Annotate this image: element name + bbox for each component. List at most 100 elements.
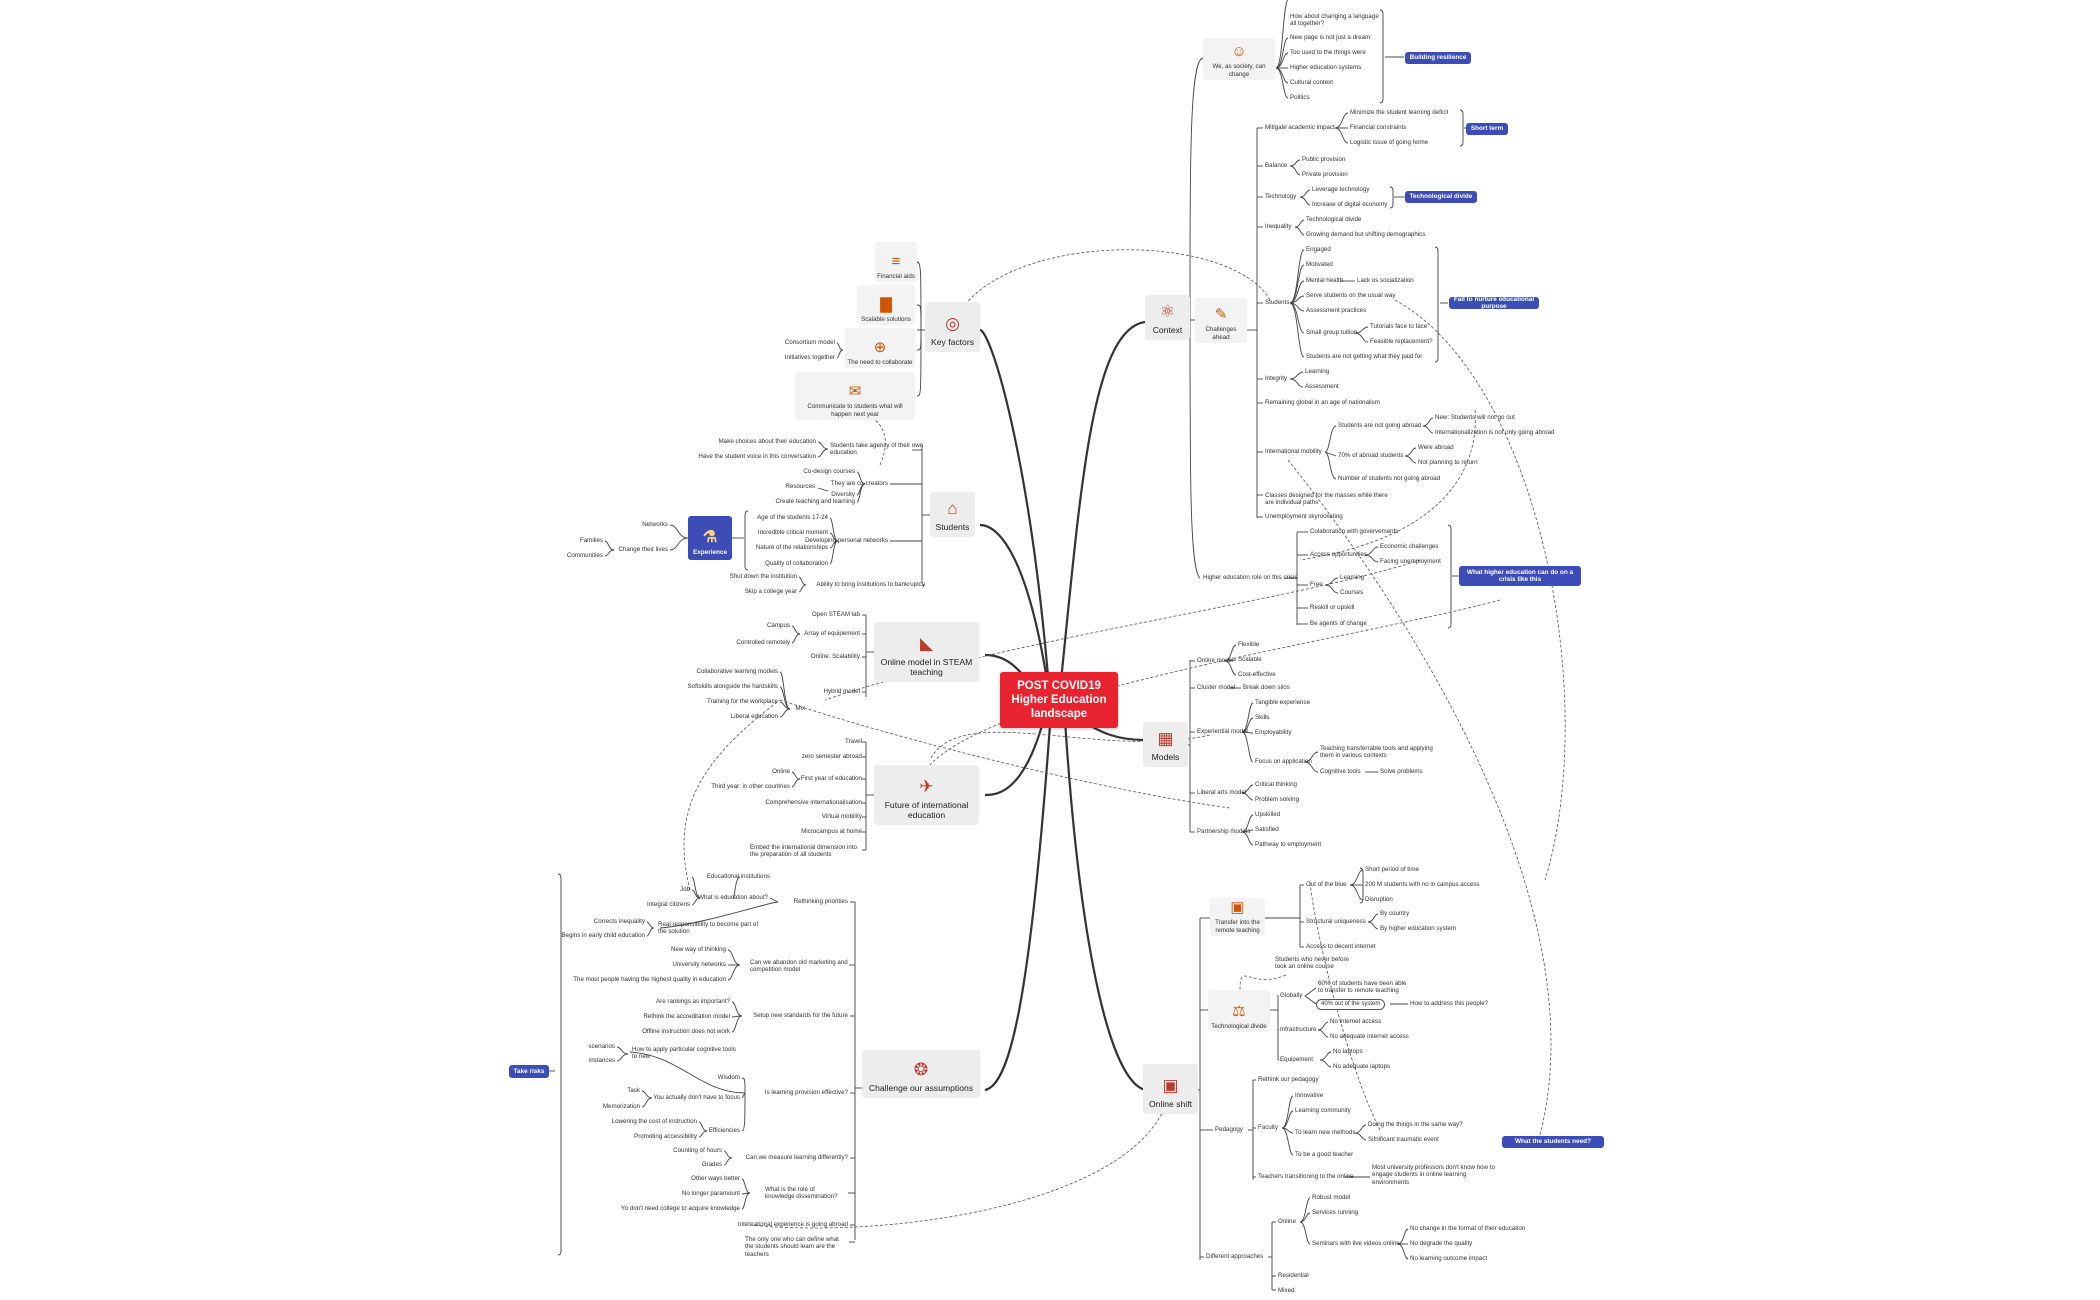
node-label[interactable]: Access to decent internet: [1306, 943, 1376, 950]
node-label[interactable]: Doing the things in the same way?: [1368, 1121, 1463, 1128]
node-label[interactable]: Most university professors don't know ho…: [1372, 1164, 1495, 1186]
node-label[interactable]: Problem solving: [1255, 796, 1300, 803]
node-label[interactable]: Efficiencies: [708, 1127, 740, 1134]
node-label[interactable]: Online model: [1197, 657, 1234, 664]
node-label[interactable]: scenarios: [588, 1043, 615, 1050]
node-label[interactable]: Logistic issue of going home: [1350, 139, 1429, 146]
node-label[interactable]: Focus on application: [1255, 758, 1312, 765]
node-label[interactable]: Cognitive tools: [1320, 768, 1361, 775]
node-label[interactable]: Array of equipement: [804, 630, 860, 637]
node-label[interactable]: The most people having the highest quali…: [573, 976, 726, 983]
node-label[interactable]: Mixed: [1278, 1287, 1295, 1294]
node-label[interactable]: Increase of digital economy: [1312, 201, 1388, 208]
node-label[interactable]: No learning outcome impact: [1410, 1255, 1488, 1262]
main-topic-models[interactable]: ▦Models: [1143, 722, 1188, 767]
node-label[interactable]: Mitigate academic impact: [1265, 124, 1335, 131]
node-label[interactable]: Online: [772, 768, 790, 775]
node-label[interactable]: Open STEAM lab: [811, 611, 860, 618]
node-label[interactable]: Softskills alongside the hardskills: [687, 683, 778, 690]
node-label[interactable]: Unemployment skyrocketing: [1265, 513, 1343, 520]
node-label[interactable]: Consortium model: [784, 339, 835, 346]
node-label[interactable]: Internationalization is not only going a…: [1435, 429, 1555, 436]
node-label[interactable]: Begins in early child education: [561, 932, 645, 939]
node-label[interactable]: Pathway to employment: [1255, 841, 1322, 848]
node-label[interactable]: Comprehensive internationalisation: [765, 799, 862, 806]
node-label[interactable]: Rethink our pedagogy: [1258, 1076, 1319, 1083]
node-label[interactable]: No laptops: [1333, 1048, 1363, 1055]
forty-percent-pill[interactable]: 40% out of the system: [1316, 999, 1386, 1010]
node-label[interactable]: Higher education systems: [1290, 64, 1362, 71]
node-label[interactable]: Faculty: [1258, 1124, 1278, 1131]
node-label[interactable]: Break down silos: [1243, 684, 1290, 691]
node-label[interactable]: Liberal education: [730, 713, 778, 720]
node-label[interactable]: Embed the international dimension into t…: [750, 844, 857, 859]
node-label[interactable]: Robust model: [1312, 1194, 1351, 1201]
node-label[interactable]: Hybrid model: [823, 688, 860, 695]
node-label[interactable]: Partnership models: [1197, 828, 1251, 835]
node-label[interactable]: Can we abandon old marketing and competi…: [750, 959, 848, 974]
node-label[interactable]: Residential: [1278, 1272, 1309, 1279]
node-label[interactable]: Colaboration with govervements: [1310, 528, 1399, 535]
node-label[interactable]: New page is not just a dream: [1290, 34, 1371, 41]
node-label[interactable]: Lack os socialization: [1357, 277, 1414, 284]
node-label[interactable]: Is learning provision effective?: [764, 1089, 848, 1096]
node-label[interactable]: Campus: [766, 622, 790, 629]
node-label[interactable]: No change in the format of their educati…: [1410, 1225, 1526, 1232]
node-label[interactable]: Mental health: [1306, 277, 1344, 284]
node-label[interactable]: Serve students on the usual way: [1306, 292, 1396, 299]
node-label[interactable]: Rethink the accreditation model: [643, 1013, 730, 1020]
node-label[interactable]: Can we measure learning differently?: [745, 1154, 848, 1161]
node-label[interactable]: Tutorials face to face: [1370, 323, 1428, 330]
node-label[interactable]: Grades: [701, 1161, 722, 1168]
tag-short-term[interactable]: Short term: [1466, 123, 1508, 135]
node-label[interactable]: Co-design courses: [803, 468, 855, 475]
node-label[interactable]: Financial constraints: [1350, 124, 1407, 131]
node-label[interactable]: International mobility: [1265, 448, 1322, 455]
node-label[interactable]: Students take agency of their own educat…: [830, 442, 924, 457]
node-label[interactable]: Real responsibility to become part of th…: [658, 921, 759, 936]
root-topic[interactable]: POST COVID19 Higher Education landscape: [1000, 672, 1118, 728]
node-label[interactable]: Third year: in other countries: [711, 783, 790, 790]
node-label[interactable]: What is education about?: [698, 894, 768, 901]
node-label[interactable]: Technology: [1265, 193, 1297, 200]
node-label[interactable]: Politics: [1290, 94, 1310, 101]
node-label[interactable]: Memorization: [602, 1103, 640, 1110]
node-label[interactable]: Short period of time: [1365, 866, 1419, 873]
node-label[interactable]: Integrity: [1265, 375, 1288, 382]
node-label[interactable]: Upskilled: [1255, 811, 1281, 818]
node-label[interactable]: Communities: [566, 552, 603, 559]
node-label[interactable]: Diversity: [831, 491, 855, 498]
node-label[interactable]: Leverage technology: [1312, 186, 1370, 193]
node-label[interactable]: Seminars with live videos online: [1312, 1240, 1400, 1247]
node-label[interactable]: zero semester abroad: [801, 753, 862, 760]
node-label[interactable]: Ability to bring institutions to bankrup…: [816, 581, 925, 588]
node-label[interactable]: To learn new methods: [1295, 1129, 1356, 1136]
node-label[interactable]: Free: [1310, 581, 1323, 588]
node-label[interactable]: 60% of students have been able to transf…: [1318, 980, 1407, 995]
node-label[interactable]: Public provision: [1302, 156, 1346, 163]
main-topic-challenge[interactable]: ❂Challenge our assumptions: [862, 1050, 980, 1098]
tag-take-risks[interactable]: Take risks: [509, 1065, 549, 1078]
node-label[interactable]: Facing unemployment: [1380, 558, 1441, 565]
node-label[interactable]: New way of thinking: [670, 946, 726, 953]
node-label[interactable]: No internet access: [1330, 1018, 1382, 1025]
node-label[interactable]: Setup new standards for the future: [753, 1012, 848, 1019]
node-label[interactable]: International experience is going abroad: [737, 1221, 848, 1228]
node-label[interactable]: 70% of abroad students: [1338, 452, 1404, 459]
node-label[interactable]: Structural uniqueness: [1306, 918, 1366, 925]
node-label[interactable]: Task: [627, 1087, 640, 1094]
tag-building-resilience[interactable]: Building resilience: [1405, 52, 1471, 64]
node-label[interactable]: Different approaches: [1206, 1253, 1264, 1260]
node-label[interactable]: Reskill or upskill: [1310, 604, 1355, 611]
node-label[interactable]: Microcampus at home: [801, 828, 862, 835]
node-label[interactable]: Learning: [1305, 368, 1330, 375]
node-label[interactable]: Corrects inequality: [593, 918, 645, 925]
financial-aids-node[interactable]: ≡Financial aids: [875, 242, 917, 282]
main-topic-context[interactable]: ⚛Context: [1145, 295, 1190, 340]
node-label[interactable]: Experiential model: [1197, 728, 1248, 735]
tag-fail-purpose[interactable]: Fail to nurture educational purpose: [1449, 296, 1539, 310]
node-label[interactable]: Offline instruction does not work: [642, 1028, 730, 1035]
node-label[interactable]: By country: [1380, 910, 1410, 917]
node-label[interactable]: Students: [1265, 299, 1290, 306]
node-label[interactable]: Assessment: [1305, 383, 1339, 390]
